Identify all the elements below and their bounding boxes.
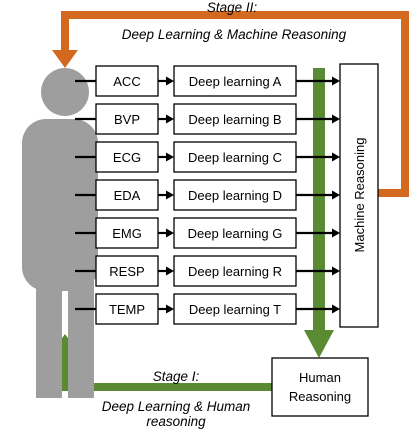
- model-to-reasoning-arrow: [296, 304, 340, 314]
- model-label: Deep learning G: [188, 226, 283, 241]
- model-label: Deep learning C: [188, 150, 282, 165]
- stage1-subtitle-line1: Deep Learning & Human: [102, 399, 251, 414]
- signal-row: TEMP Deep learning T: [75, 293, 340, 325]
- sensor-to-model-arrow: [158, 114, 174, 124]
- model-box: [173, 293, 297, 325]
- sensor-label: EMG: [112, 226, 142, 241]
- model-label: Deep learning B: [188, 112, 281, 127]
- sensor-box: [95, 65, 159, 97]
- sensor-to-model-arrow: [158, 190, 174, 200]
- machine-reasoning-label: Machine Reasoning: [352, 138, 367, 253]
- sensor-label: TEMP: [109, 302, 145, 317]
- stage2-arrow-head: [52, 50, 78, 68]
- sensor-label: BVP: [114, 112, 140, 127]
- stage2-loop-arrow: [52, 11, 409, 197]
- machine-reasoning-box: Machine Reasoning: [339, 63, 379, 328]
- signal-row: EDA Deep learning D: [75, 179, 340, 211]
- sensor-label: ACC: [113, 74, 140, 89]
- signal-rows: ACC Deep learning A BVP Deep learning B ECG D…: [75, 65, 340, 325]
- sensor-label: RESP: [109, 264, 144, 279]
- aggregation-arrow-head: [304, 330, 334, 358]
- model-label: Deep learning T: [189, 302, 281, 317]
- model-to-reasoning-arrow: [296, 190, 340, 200]
- aggregation-arrow-shaft: [313, 68, 325, 344]
- stage1-subtitle-line2: reasoning: [146, 414, 206, 429]
- sensor-to-model-arrow: [158, 266, 174, 276]
- stage1-arrow-line: [61, 350, 272, 391]
- signal-row: ECG Deep learning C: [75, 141, 340, 173]
- person-icon: [22, 68, 98, 398]
- signal-row: ACC Deep learning A: [75, 65, 340, 97]
- sensor-label: EDA: [114, 188, 141, 203]
- model-label: Deep learning R: [188, 264, 282, 279]
- stage2-subtitle: Deep Learning & Machine Reasoning: [122, 27, 347, 42]
- stage2-title: Stage II:: [207, 0, 258, 15]
- sensor-to-model-arrow: [158, 304, 174, 314]
- aggregation-arrow: [304, 68, 334, 358]
- sensor-box: [95, 217, 159, 249]
- sensor-label: ECG: [113, 150, 141, 165]
- sensor-box: [95, 293, 159, 325]
- model-to-reasoning-arrow: [296, 152, 340, 162]
- human-reasoning-box: Human Reasoning: [271, 357, 369, 417]
- signal-row: RESP Deep learning R: [75, 255, 340, 287]
- model-label: Deep learning D: [188, 188, 282, 203]
- model-to-reasoning-arrow: [296, 114, 340, 124]
- sensor-box: [95, 141, 159, 173]
- signal-row: EMG Deep learning G: [75, 217, 340, 249]
- sensor-to-model-arrow: [158, 76, 174, 86]
- sensor-box: [95, 255, 159, 287]
- model-to-reasoning-arrow: [296, 266, 340, 276]
- signal-row: BVP Deep learning B: [75, 103, 340, 135]
- sensor-to-model-arrow: [158, 152, 174, 162]
- stage2-arrow-line: [61, 11, 409, 197]
- stage1-title: Stage I:: [153, 369, 200, 384]
- model-to-reasoning-arrow: [296, 228, 340, 238]
- sensor-box: [95, 179, 159, 211]
- human-reasoning-line1: Human: [299, 370, 341, 385]
- human-reasoning-line2: Reasoning: [289, 389, 351, 404]
- model-box: [173, 217, 297, 249]
- model-box: [173, 103, 297, 135]
- model-to-reasoning-arrow: [296, 76, 340, 86]
- model-box: [173, 255, 297, 287]
- model-label: Deep learning A: [189, 74, 282, 89]
- sensor-to-model-arrow: [158, 228, 174, 238]
- model-box: [173, 141, 297, 173]
